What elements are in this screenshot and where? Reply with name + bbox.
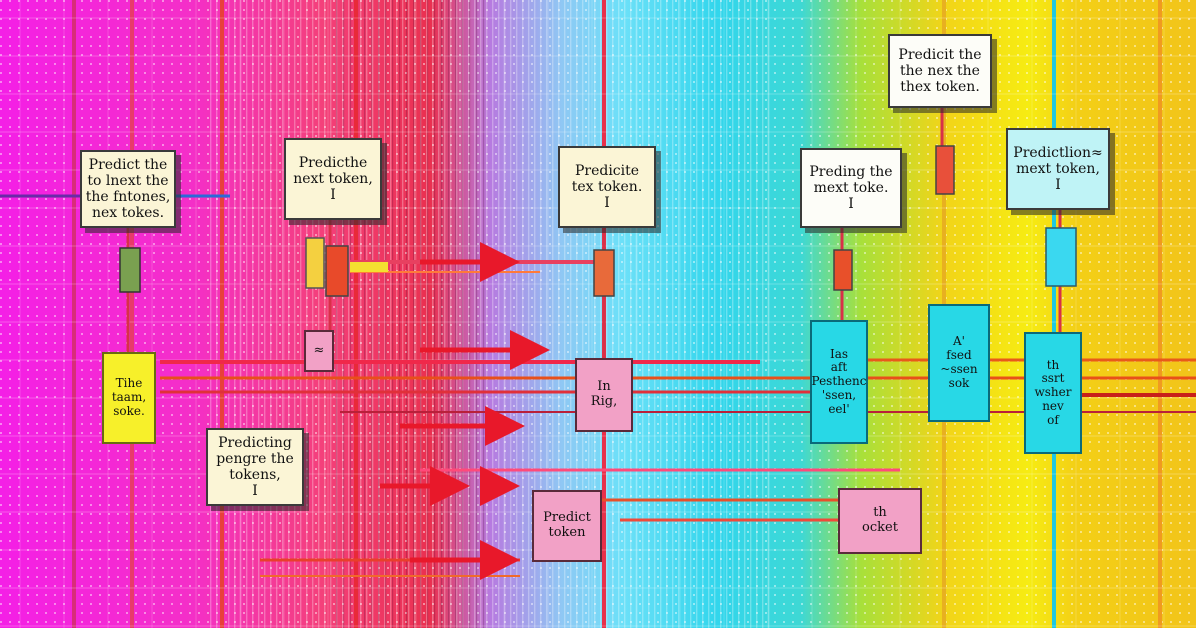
node-text-line: wsher [1034,385,1072,400]
node-text-line: Predicting [218,434,292,451]
node-text-line: I [1055,177,1061,194]
node-text-line: tex token. [571,178,643,195]
connector-block [350,262,388,272]
node-text-line: next token, [293,170,373,187]
node-text-line: In [597,379,611,395]
node-text-line: Preding the [809,163,893,180]
node-text-line: ocket [862,520,898,535]
node-text-line: I [252,483,258,500]
node-text-line: th [873,505,887,521]
node-text-line: thex token. [900,79,980,96]
node-text-line: the nex the [900,62,980,79]
connector-block [325,245,349,297]
connector-block [1045,227,1077,287]
node-text-line: I [848,196,854,213]
connector-block [593,249,615,297]
node-text-line: Ias [829,346,849,361]
node-text-line: to lnext the [87,172,169,189]
node-text-line: Pesthenc [811,374,867,389]
node-text-line: taam, [111,390,147,405]
node-text-line: 'ssen, [821,387,857,402]
node-text-line: soke. [113,403,145,418]
node-text-line: ssrt [1041,371,1065,386]
node-text-line: th [1046,357,1060,372]
node-text-line: sok [948,375,970,390]
node-text-line: Predicite [574,162,640,179]
node-text-line: aft [830,360,848,375]
connector-block [119,247,141,293]
node-text-line: I [330,187,336,204]
node-text-line: Rig, [590,394,618,409]
node-text-line: token [548,525,586,540]
node-text-line: I [604,195,610,212]
node-text-line: tokens, [229,467,281,483]
diagram-node-n8: ≈ [304,330,334,372]
node-text-line: Tihe [115,376,143,391]
node-text-line: Predicit the [898,46,982,63]
node-text-line: eel' [828,401,850,416]
node-text-line: mext toke. [813,179,889,196]
node-text-line: fsed [946,348,972,363]
node-text-line: mext token, [1016,160,1100,177]
node-text-line: ≈ [313,342,325,358]
connector-block [305,237,325,289]
node-text-line: Predict [543,510,591,526]
connector-block [935,145,955,195]
node-text-line: Predict the [88,156,168,173]
connector-block [833,249,853,291]
node-text-line: Predicthe [298,154,368,171]
diagram-node-n6: Predictlion≈mext token,I [1006,128,1110,210]
node-text-line: nex tokes. [91,205,165,222]
node-text-line: Predictlion≈ [1013,144,1103,161]
node-text-line: nev [1042,398,1064,413]
node-text-line: pengre the [216,450,294,467]
node-text-line: A' [953,334,965,349]
node-text-line: of [1047,412,1059,427]
node-text-line: the fntones, [85,189,171,205]
node-text-line: ~ssen [940,362,978,376]
